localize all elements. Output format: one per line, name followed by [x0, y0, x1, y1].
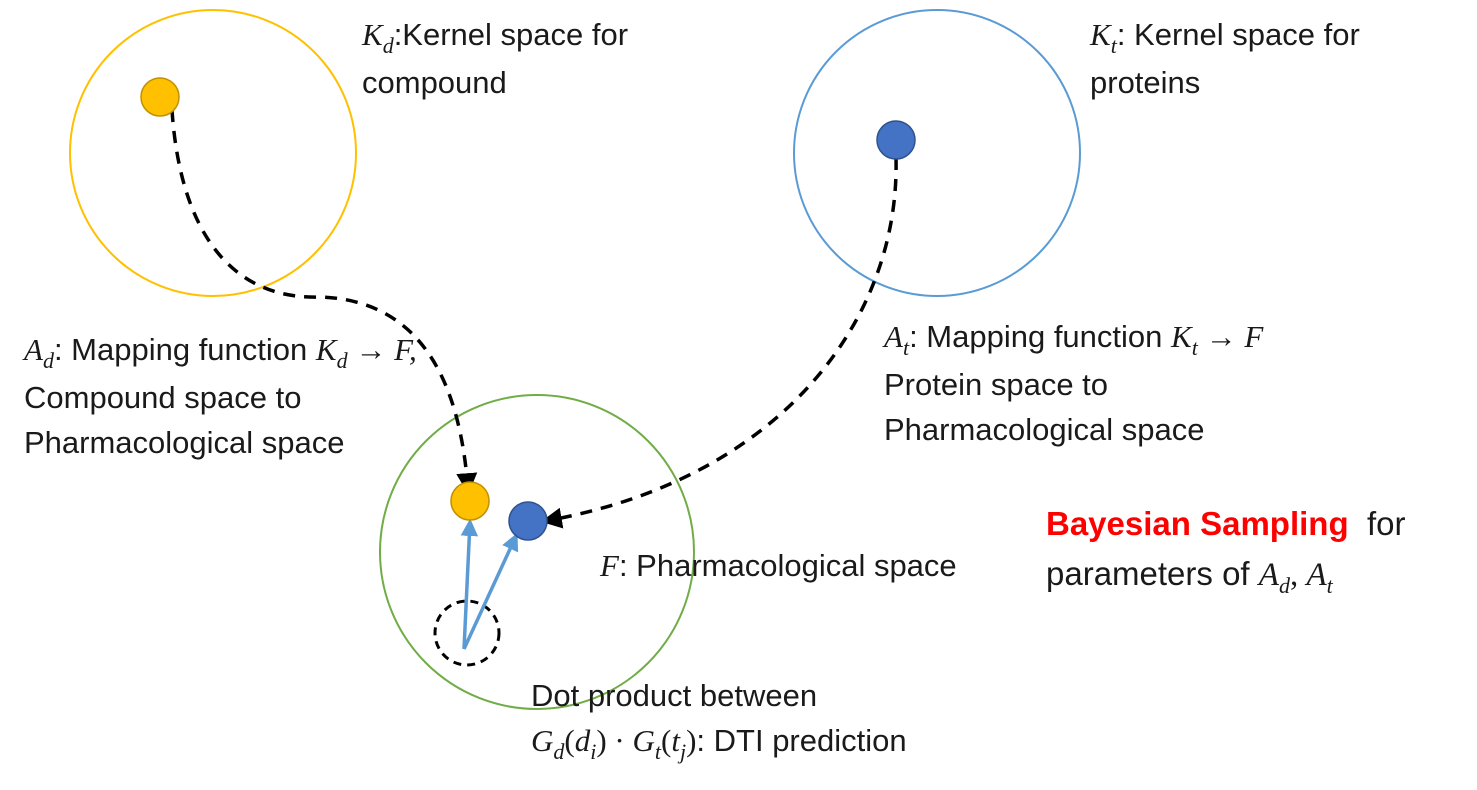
bayesian-sampling-label: Bayesian Sampling for parameters of Ad, … — [1046, 505, 1406, 598]
dot-product-label: Dot product between Gd(di) · Gt(tj): DTI… — [531, 678, 907, 764]
compound-node-kernel — [140, 77, 180, 117]
protein-kernel-space-label: Kt: Kernel space for proteins — [1090, 17, 1360, 100]
bayesian-sampling-highlight: Bayesian Sampling — [1046, 505, 1349, 542]
compound-vector-arrow — [460, 518, 479, 650]
compound-kernel-space-circle — [69, 9, 357, 297]
protein-node-kernel — [876, 120, 916, 160]
protein-mapping-label: At: Mapping function Kt → F Protein spac… — [884, 319, 1264, 447]
compound-mapping-arrow — [170, 109, 478, 495]
pharmacological-space-circle — [379, 394, 695, 710]
compound-kernel-space-label: Kd:Kernel space for compound — [362, 17, 629, 100]
protein-mapping-arrow — [540, 157, 898, 529]
protein-node-pharm — [508, 501, 548, 541]
pharmacological-space-label: F: Pharmacological space — [600, 548, 957, 583]
protein-kernel-space-circle — [793, 9, 1081, 297]
protein-vector-arrow — [462, 532, 519, 650]
compound-mapping-label: Ad: Mapping function Kd → F, Compound sp… — [24, 332, 417, 460]
origin-dashed-circle — [433, 599, 501, 667]
compound-node-pharm — [450, 481, 490, 521]
